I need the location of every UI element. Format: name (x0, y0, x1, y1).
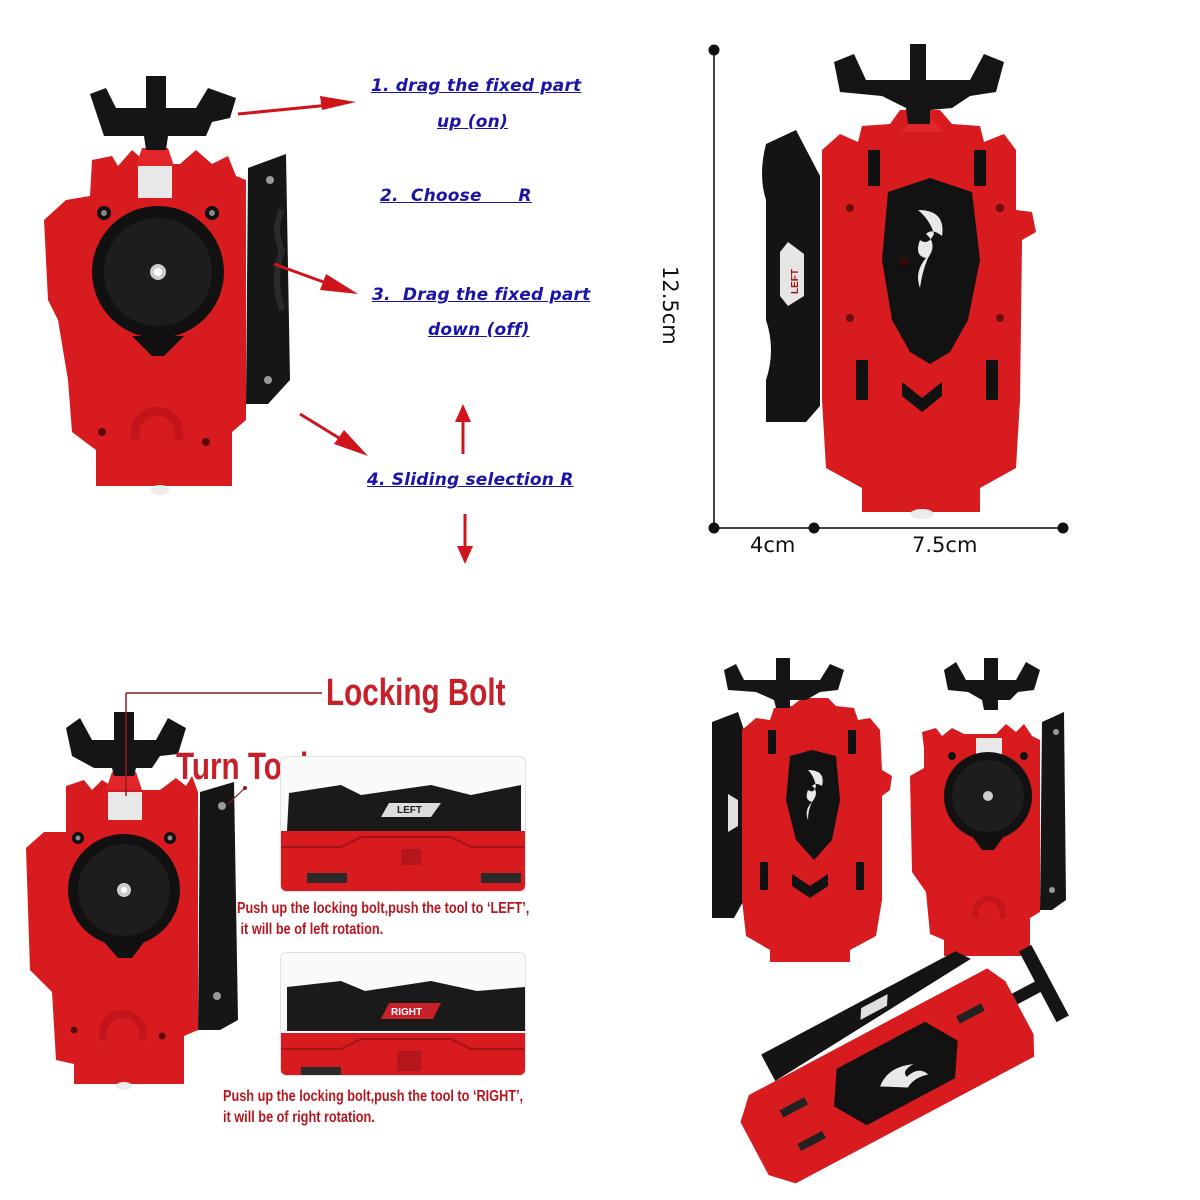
left-position-illustration (281, 785, 525, 891)
left-rotation-note-line1: Push up the locking bolt,push the tool t… (237, 900, 530, 917)
turn-tool-label: Turn Tool (176, 746, 309, 788)
right-tag: RIGHT (391, 1007, 423, 1018)
locking-bolt-label: Locking Bolt (326, 672, 506, 714)
width-left-dimension-label: 4cm (750, 533, 796, 557)
right-rotation-note-line2: it will be of right rotation. (223, 1109, 375, 1126)
instruction-step-3: 3. Drag the fixed part (372, 285, 591, 305)
instruction-step-3-detail: down (off) (428, 320, 530, 340)
instruction-step-2: 2. Choose R (380, 186, 532, 206)
launcher-back-illustration (44, 76, 473, 564)
right-position-illustration (281, 981, 525, 1075)
height-dimension-label: 12.5cm (658, 266, 682, 345)
launcher-multi-view-illustration (712, 658, 1069, 1184)
width-right-dimension-label: 7.5cm (912, 533, 978, 557)
left-rotation-note-line2: it will be of left rotation. (237, 921, 384, 938)
launcher-back-view-instructions: 1. drag the fixed part up (on) 2. Choose… (0, 0, 600, 600)
left-tag-text: LEFT (790, 269, 801, 294)
right-rotation-note-line1: Push up the locking bolt,push the tool t… (223, 1088, 524, 1105)
launcher-front-illustration: LEFT (708, 44, 1069, 534)
locking-bolt-callout-panel: Locking Bolt Turn Tool LEFT Push up the … (0, 600, 600, 1200)
instruction-step-4: 4. Sliding selection R (367, 470, 574, 490)
instruction-step-1-detail: up (on) (437, 112, 508, 132)
launcher-front-view-dimensions: LEFT 12.5cm 4cm 7.5cm (600, 0, 1200, 600)
launcher-back-illustration-2 (26, 692, 322, 1090)
instruction-step-1: 1. drag the fixed part (371, 76, 582, 96)
left-tag: LEFT (397, 805, 422, 816)
left-position-photo: LEFT (280, 756, 526, 892)
launcher-three-views: LEFT (600, 600, 1200, 1200)
right-position-photo: RIGHT (280, 952, 526, 1076)
